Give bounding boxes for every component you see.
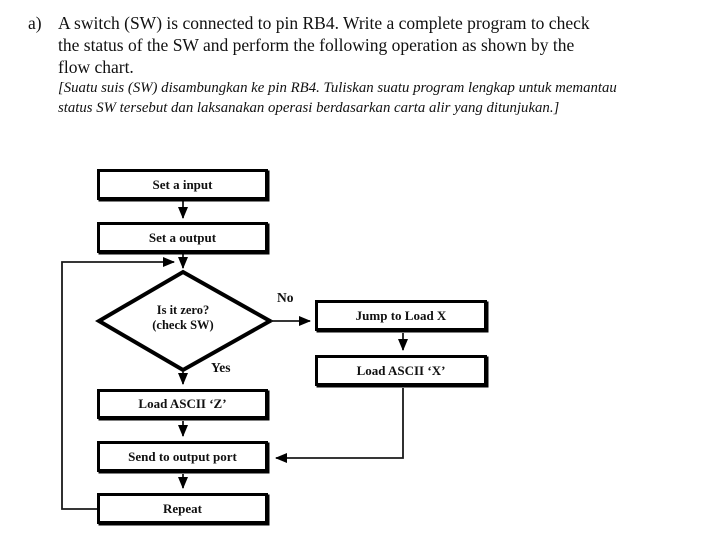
question-line: A switch (SW) is connected to pin RB4. W…: [58, 13, 590, 33]
flow-box-load-ascii-x: Load ASCII ‘X’: [315, 355, 487, 386]
question-translation-line: [Suatu suis (SW) disambungkan ke pin RB4…: [58, 80, 617, 96]
flow-box-label: Load ASCII ‘X’: [356, 362, 446, 378]
flow-box-set-input: Set a input: [97, 169, 268, 200]
flow-box-label: Load ASCII ‘Z’: [138, 396, 227, 411]
decision-diamond: [95, 269, 275, 373]
branch-label-no: No: [277, 290, 294, 305]
question-block: a) A switch (SW) is connected to pin RB4…: [28, 12, 678, 118]
flow-box-set-output: Set a output: [97, 222, 268, 253]
decision-label-line2: (check SW): [152, 318, 214, 332]
connector-loadx-sendoutput: [275, 388, 404, 463]
connector-repeat-loopback: [61, 257, 175, 510]
question-line: flow chart.: [58, 57, 134, 77]
flow-box-label: Repeat: [163, 500, 202, 516]
decision-label-line1: Is it zero?: [156, 303, 210, 317]
flow-box-jump-to-load-x: Jump to Load X: [315, 300, 487, 331]
question-translation-line: status SW tersebut dan laksanakan operas…: [58, 100, 560, 116]
flow-box-label: Set a input: [152, 176, 213, 192]
flow-box-label: Jump to Load X: [355, 307, 447, 323]
flow-box-repeat: Repeat: [97, 493, 268, 524]
flow-box-send-to-output-port: Send to output port: [97, 441, 268, 472]
flow-box-load-ascii-z: Load ASCII ‘Z’: [97, 389, 268, 419]
flow-box-label: Send to output port: [128, 448, 237, 464]
question-letter: a): [28, 13, 42, 33]
decision-label: Is it zero? (check SW): [113, 303, 253, 333]
question-line: the status of the SW and perform the fol…: [58, 35, 575, 55]
flow-box-label: Set a output: [148, 229, 217, 245]
question-text: A switch (SW) is connected to pin RB4. W…: [58, 12, 678, 118]
branch-label-yes: Yes: [211, 360, 231, 375]
